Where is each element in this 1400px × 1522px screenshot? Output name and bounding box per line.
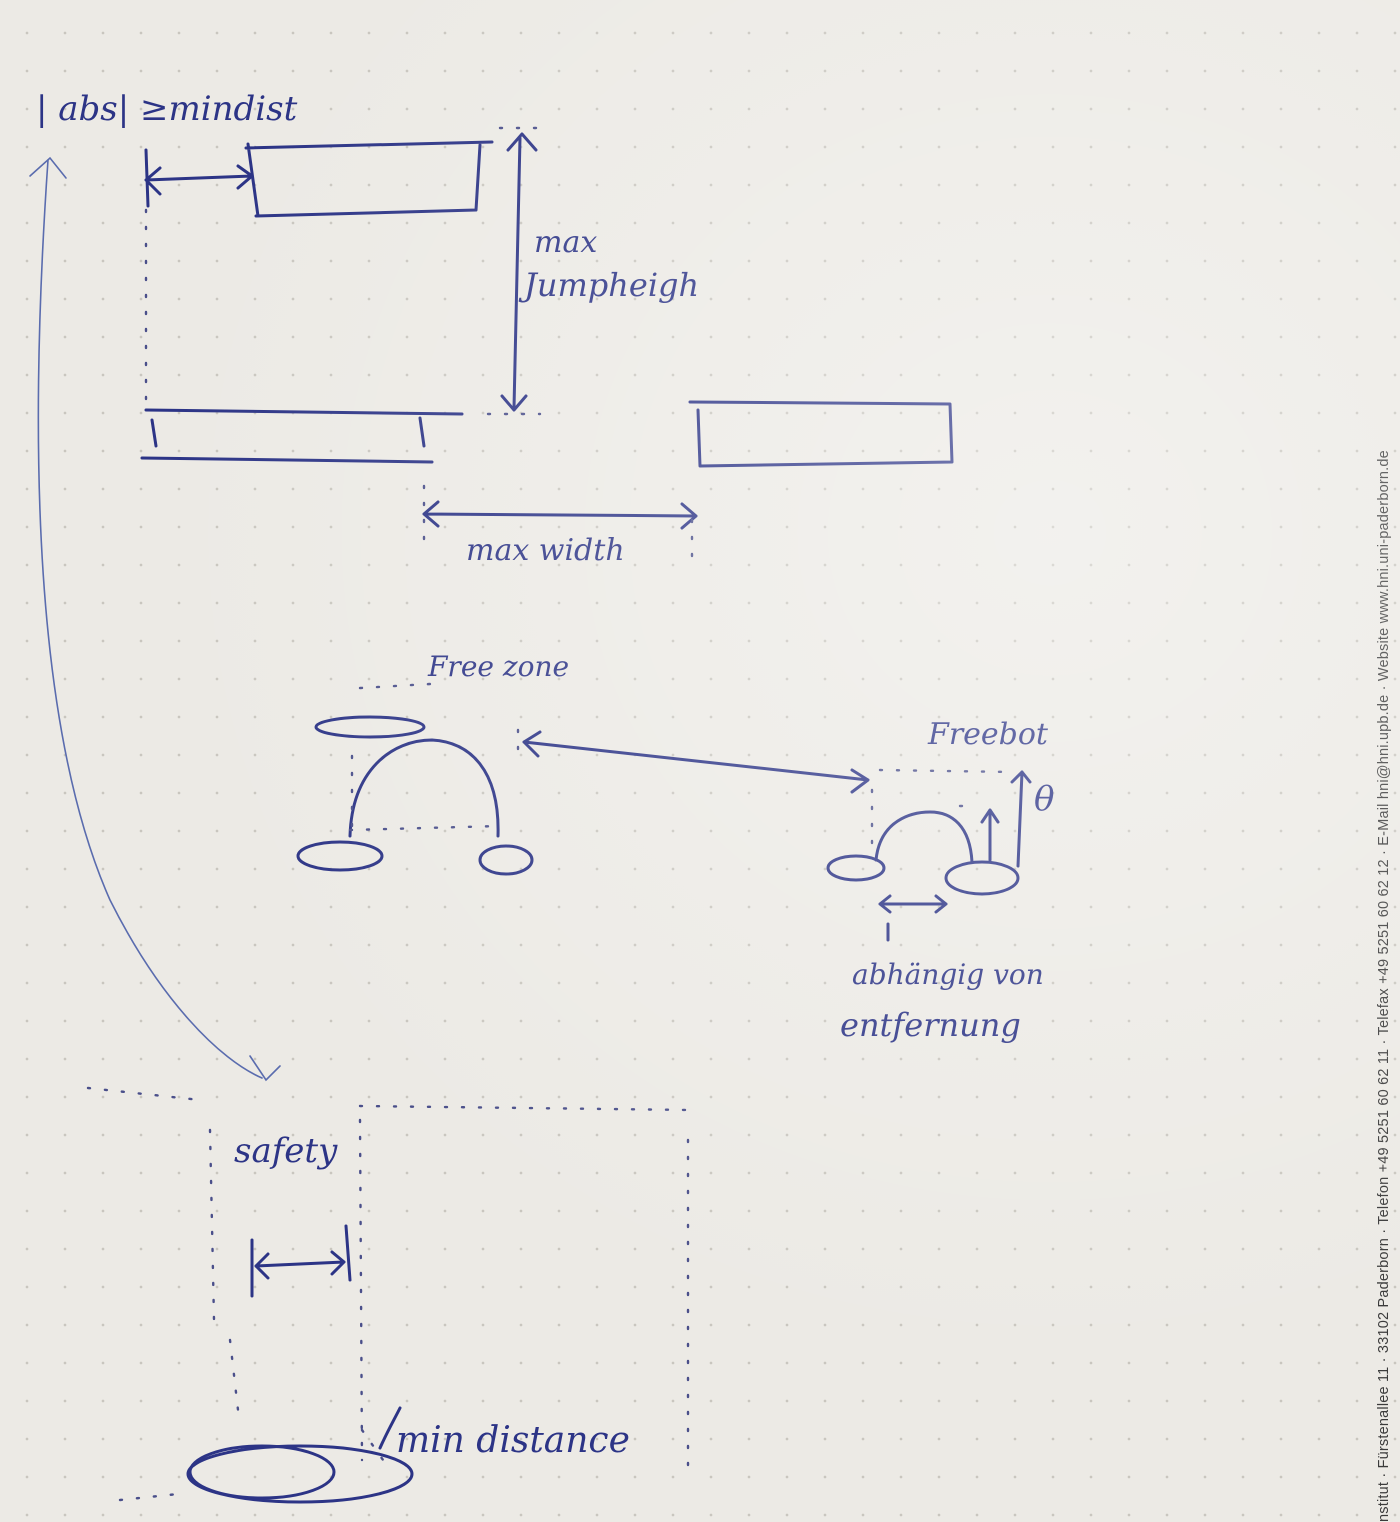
- label-max-width: max width: [466, 533, 625, 568]
- label-abs-min-dist: | abs| ≥mindist: [36, 89, 298, 129]
- upper-platform: [244, 140, 494, 218]
- label-max-jump-height-line1: max: [534, 225, 597, 260]
- right-platform: [688, 400, 954, 468]
- label-abhaengig-line1: abhängig von: [852, 958, 1044, 991]
- width-arrow: [422, 500, 698, 530]
- label-safety: safety: [234, 1131, 338, 1171]
- robot-right-foot: [478, 844, 534, 876]
- robot-arch: [348, 738, 500, 838]
- min-dist-arrow: [144, 148, 254, 208]
- lower-left-platform: [140, 408, 464, 464]
- gap-arrow: [522, 730, 870, 794]
- top-platforms-sketch: [140, 126, 954, 562]
- label-theta: θ: [1034, 779, 1054, 819]
- safety-arrow: [250, 1224, 352, 1298]
- bot-arch: [874, 810, 974, 864]
- long-curved-arrow: [37, 159, 263, 1079]
- bot-height-arrows: [980, 770, 1032, 868]
- label-free-zone: Free zone: [427, 650, 569, 683]
- label-max-jump-height-line2: Jumpheigh: [518, 266, 699, 304]
- free-zone-top-pad: [314, 715, 426, 739]
- label-free-bot: Freebot: [927, 717, 1049, 752]
- bot-left-foot: [826, 854, 886, 882]
- safety-footprint-outer: [186, 1444, 414, 1504]
- free-bot-sketch: [826, 768, 1032, 942]
- bot-footprint-arrow: [878, 894, 948, 942]
- robot-left-foot: [296, 840, 384, 872]
- label-abhaengig-line2: entfernung: [840, 1006, 1021, 1044]
- safety-footprint-inner: [188, 1444, 336, 1500]
- bot-right-foot: [944, 860, 1020, 896]
- free-zone-robot-sketch: [296, 682, 870, 876]
- jump-height-arrow: [500, 132, 538, 412]
- label-min-distance: min distance: [396, 1420, 630, 1461]
- safety-zone-sketch: [86, 1086, 692, 1504]
- letterhead-footer: nstitut · Fürstenallee 11 · 33102 Paderb…: [1376, 450, 1392, 1522]
